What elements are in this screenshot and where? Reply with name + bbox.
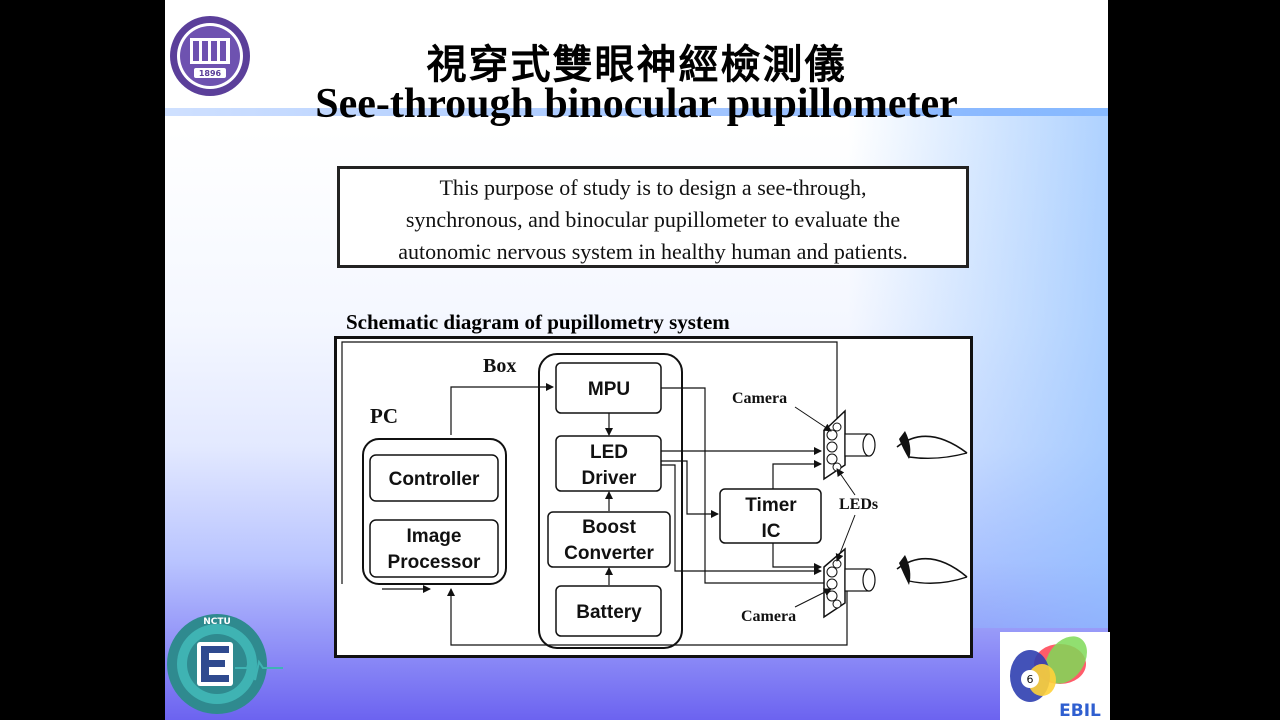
battery-box xyxy=(555,585,662,637)
connector-line xyxy=(772,543,822,571)
pointer-line xyxy=(794,406,832,432)
image-processor-label: Processor xyxy=(388,552,482,573)
purpose-line: synchronous, and binocular pupillometer … xyxy=(405,207,901,232)
image-processor-label: Image xyxy=(407,526,462,547)
timer-ic-label: IC xyxy=(762,521,781,542)
pc-label: PC xyxy=(370,404,398,428)
eye-icon xyxy=(896,431,968,460)
camera-led-assembly-bottom xyxy=(823,547,876,619)
timer-ic-label: Timer xyxy=(745,495,797,516)
camera-led-assembly-top xyxy=(823,409,876,481)
diagram-canvas: PC Box Controller Image Processor MPU LE… xyxy=(341,341,968,649)
seal-year: 1896 xyxy=(199,69,222,78)
schematic-heading: Schematic diagram of pupillometry system xyxy=(346,310,730,334)
controller-box xyxy=(369,454,499,502)
university-seal-logo: 1896 xyxy=(170,16,250,96)
pointer-line xyxy=(794,588,832,608)
department-logo: NCTU xyxy=(167,614,283,714)
connector-line xyxy=(450,383,554,435)
camera-label-top: Camera xyxy=(732,390,787,407)
mpu-label: MPU xyxy=(588,379,630,400)
pointer-line xyxy=(835,514,856,562)
ebil-lab-logo: 6 EBIL xyxy=(1000,632,1110,720)
connector-line xyxy=(661,460,719,518)
connector-line xyxy=(772,460,822,489)
ebil-text: EBIL xyxy=(1059,701,1101,720)
controller-label: Controller xyxy=(389,469,480,490)
connector-line xyxy=(341,341,838,584)
page-number: 6 xyxy=(1027,673,1034,686)
purpose-box: This purpose of study is to design a see… xyxy=(337,166,969,268)
battery-label: Battery xyxy=(576,602,642,623)
connector-line xyxy=(661,464,822,575)
box-label: Box xyxy=(483,355,516,377)
pointer-line xyxy=(836,468,856,496)
boost-converter-label: Boost xyxy=(582,517,637,538)
title-chinese: 視穿式雙眼神經檢測儀 xyxy=(426,42,847,88)
pc-group-box xyxy=(362,438,507,585)
purpose-line: This purpose of study is to design a see… xyxy=(439,175,867,200)
image-processor-box xyxy=(369,519,499,578)
leds-label: LEDs xyxy=(839,496,878,513)
camera-label-bottom: Camera xyxy=(741,608,796,625)
led-driver-label: LED xyxy=(590,442,628,463)
purpose-line: autonomic nervous system in healthy huma… xyxy=(398,239,908,264)
title-english: See-through binocular pupillometer xyxy=(315,81,958,127)
box-group-box xyxy=(538,353,683,649)
timer-ic-box xyxy=(719,488,822,544)
connector-line xyxy=(447,588,848,646)
nctu-text: NCTU xyxy=(203,617,231,627)
title-underline-band xyxy=(165,108,1108,116)
schematic-diagram: PC Box Controller Image Processor MPU LE… xyxy=(334,336,973,658)
slide: 視穿式雙眼神經檢測儀 See-through binocular pupillo… xyxy=(165,0,1108,720)
led-driver-label: Driver xyxy=(582,468,638,489)
eye-icon xyxy=(896,555,968,585)
boost-converter-label: Converter xyxy=(564,543,654,564)
